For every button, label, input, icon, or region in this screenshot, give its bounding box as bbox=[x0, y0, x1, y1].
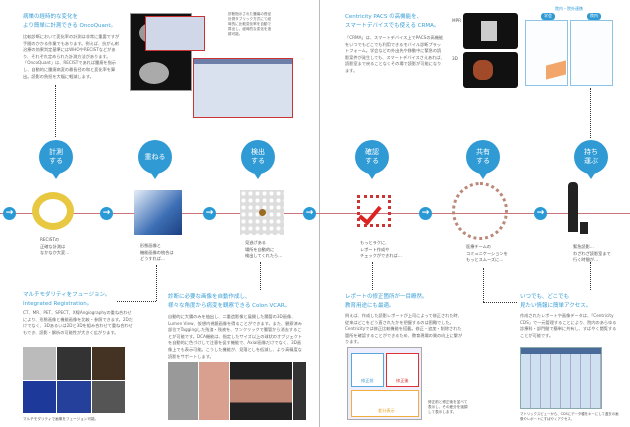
connector bbox=[483, 268, 484, 302]
oncoquant-note: 診断指示された腫瘍の長径計測タブリック方式にて経時的に比較変化率を自動で算出し、… bbox=[228, 12, 272, 36]
measuring-tape-image bbox=[32, 192, 74, 230]
arrow-right-icon: → bbox=[419, 207, 432, 220]
matrix-view-screenshot bbox=[520, 347, 602, 409]
colon-vcar-images bbox=[168, 362, 306, 420]
report-title: レポートの修正箇所が一目瞭然。 教育用途にも最適。 bbox=[345, 294, 428, 309]
crma-body: 「CRMA」は、スマートデバイス上でPACSの高機能をいつでもどこでも利用できる… bbox=[345, 35, 445, 73]
report-compare-screenshot: 修正前 修正後 差分表示 bbox=[347, 347, 422, 420]
cds-title: いつでも、どこでも 見たい情報に簡単アクセス。 bbox=[520, 294, 592, 309]
colon-vcar-body: 自動的に大腸のみを抽出し、二重造影像と展開した腸管の3D画像、Lumen Vie… bbox=[168, 314, 303, 359]
arrow-right-icon: → bbox=[3, 207, 16, 220]
report-caption: 修正前と修正後を並べて表示し、その差分を強調して表示します。 bbox=[428, 400, 468, 414]
tablet-3d-image bbox=[463, 52, 518, 88]
mpr-label: MPR bbox=[452, 18, 462, 23]
arrow-right-icon: → bbox=[100, 207, 113, 220]
connector bbox=[260, 262, 261, 290]
step-caption: RECISTの 正確な計測は なかなか大変… bbox=[40, 237, 70, 255]
arrow-right-icon: → bbox=[303, 207, 316, 220]
connector bbox=[590, 88, 591, 138]
arrow-right-icon: → bbox=[534, 207, 547, 220]
suitcase-image bbox=[580, 222, 588, 234]
overlay-glass-image bbox=[134, 190, 182, 235]
tablet-mpr-image bbox=[463, 13, 518, 49]
connector bbox=[156, 265, 157, 301]
before-label: 修正前 bbox=[361, 377, 374, 383]
people-circle-image bbox=[452, 182, 508, 240]
arrow-right-icon: → bbox=[203, 207, 216, 220]
registration-title: マルチモダリティをフュージョン。 Integrated Registration… bbox=[23, 292, 111, 307]
connector bbox=[483, 302, 517, 303]
step-caption: 見逃げある 場所を自動的に 検出してくれたら… bbox=[245, 240, 283, 258]
registration-body: CT、MR、PET、SPECT、X線Angiographyの重ね合わせにより、形… bbox=[23, 310, 133, 335]
oncoquant-panel-small bbox=[145, 16, 205, 51]
oncoquant-body: 比較診断において変化率の計測は非常に重要ですが手間のかかる作業でもあります。例え… bbox=[23, 34, 120, 79]
fusion-caption: マルチモダリティで画像をフュージョン可能。 bbox=[23, 417, 99, 421]
bubble-carry: 持ち 運ぶ bbox=[574, 140, 608, 179]
diff-label: 差分表示 bbox=[378, 407, 395, 413]
oncoquant-panel-large bbox=[193, 58, 293, 118]
bubble-overlay: 重ねる bbox=[138, 140, 172, 179]
step-caption: 形態画像と 機能画像の統合は どうすれば… bbox=[140, 243, 174, 261]
bubble-confirm: 確認 する bbox=[355, 140, 389, 179]
businessman-image bbox=[568, 182, 578, 232]
step-caption: もっとラクに、 レポート作成や チェックができれば… bbox=[360, 240, 402, 258]
illus-left-label: 学会 bbox=[541, 13, 555, 20]
report-body: 例えば、作成した読影レポートが上司によって修正された時、従来はどこをどう直された… bbox=[345, 313, 463, 345]
cds-caption: マトリックスビューから、CDSにデータ種をキーにして過去の画像やレポートにすばや… bbox=[520, 412, 619, 421]
crma-title: Centricity PACS の高機能を、 スマートデバイスでも使える CRM… bbox=[345, 14, 440, 29]
connector bbox=[55, 85, 56, 137]
step-caption: 緊急読影… わざわざ読影室まで 行く時間が… bbox=[573, 244, 611, 262]
connector bbox=[117, 301, 156, 302]
after-label: 修正後 bbox=[396, 377, 409, 383]
3d-label: 3D bbox=[452, 56, 458, 61]
illustration-hospital bbox=[570, 20, 613, 86]
step-caption: 医療チームの コミュニケーションを もっとスムーズに… bbox=[466, 244, 508, 262]
fusion-images bbox=[23, 347, 125, 413]
cds-body: 作成されたレポートや画像データは、「Centricity CDS」で一元管理する… bbox=[520, 313, 617, 338]
egg-tray-image bbox=[240, 190, 284, 235]
bubble-detect: 検出 する bbox=[241, 140, 275, 179]
bubble-share: 共有 する bbox=[466, 140, 500, 179]
connector bbox=[372, 262, 373, 290]
illus-right-label: 院内 bbox=[587, 13, 601, 20]
illus-title: 院内・院外連携 bbox=[555, 6, 583, 11]
illustration-conference bbox=[525, 20, 568, 86]
oncoquant-title: 病巣の経時的な変化を より簡単に計測できる OncoQuant。 bbox=[23, 14, 117, 29]
connector bbox=[590, 262, 591, 290]
checkmark-image bbox=[357, 195, 391, 227]
bubble-measure: 計測 する bbox=[39, 140, 73, 179]
colon-vcar-title: 診断に必要な画像を自動作成し、 様々な角度から病変を観察できる Colon VC… bbox=[168, 294, 291, 309]
